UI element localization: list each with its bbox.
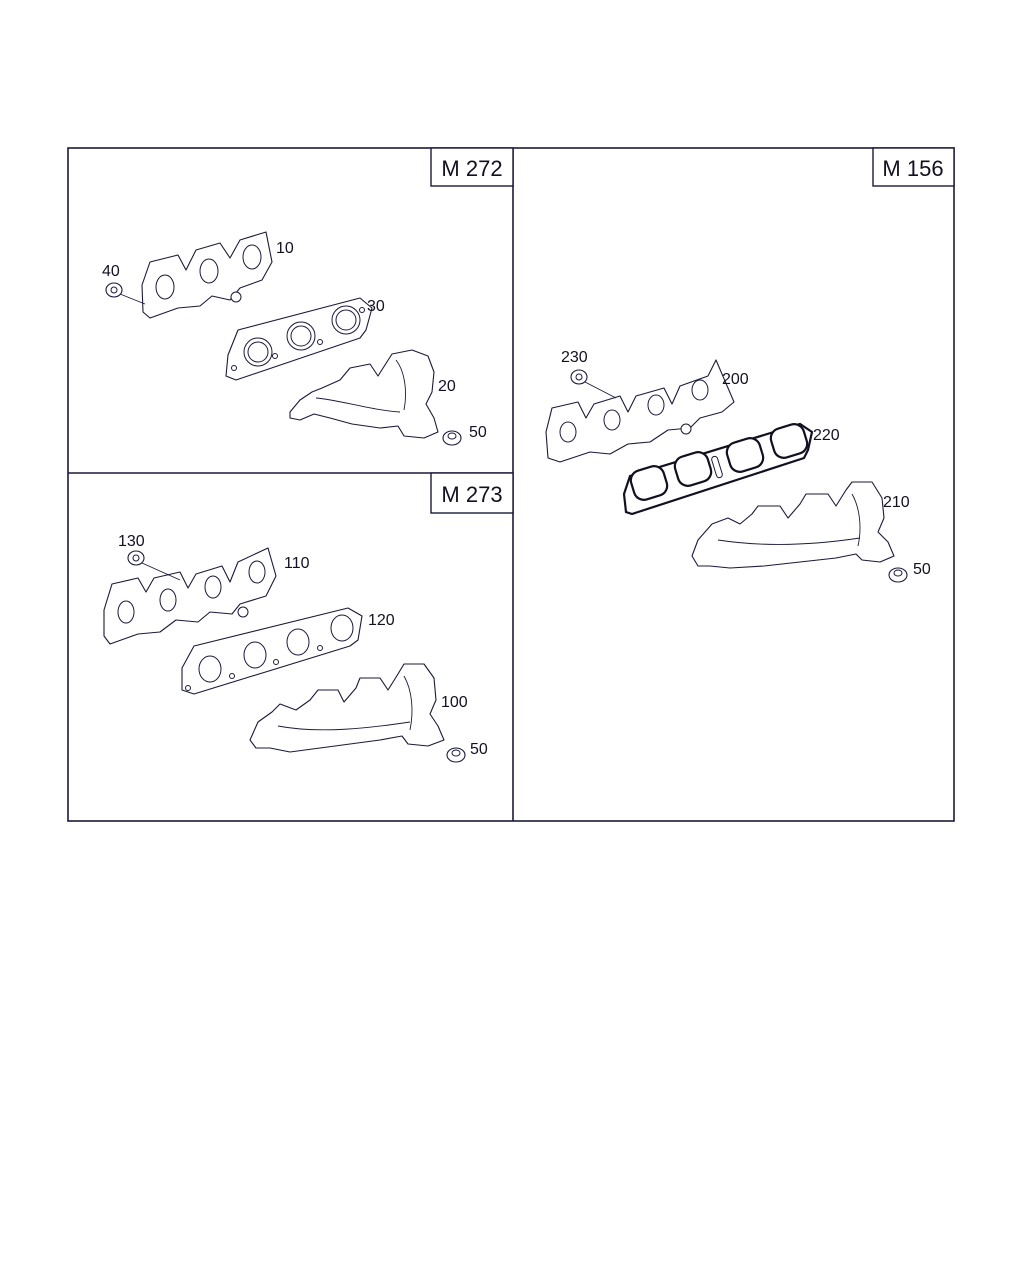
m156-nut-50 — [888, 567, 908, 583]
callout-50-m272: 50 — [469, 424, 487, 441]
m272-nut-40 — [105, 282, 146, 305]
svg-text:M 273: M 273 — [441, 482, 502, 507]
m156-heat-shield — [545, 359, 735, 463]
m273-nut-50 — [446, 747, 466, 763]
m273-gasket-120 — [181, 607, 363, 695]
callout-200: 200 — [722, 371, 749, 388]
m272-nut-50 — [442, 430, 462, 446]
callout-230: 230 — [561, 349, 588, 366]
panel-tag-m272: M 272 — [430, 147, 514, 187]
m156-nut-230 — [570, 369, 617, 399]
svg-text:M 156: M 156 — [882, 156, 943, 181]
panel-tag-m156: M 156 — [872, 147, 955, 187]
callout-50-m156: 50 — [913, 561, 931, 578]
m272-heat-shield — [141, 231, 273, 319]
callout-10: 10 — [276, 240, 294, 257]
callout-110: 110 — [284, 555, 310, 572]
callout-50-m273: 50 — [470, 741, 488, 758]
m156-gasket-220 — [622, 422, 814, 516]
callout-120: 120 — [368, 612, 395, 629]
callout-40: 40 — [102, 263, 120, 280]
callout-20: 20 — [438, 378, 456, 395]
m273-exhaust-manifold-100 — [249, 663, 445, 753]
m273-nut-130 — [127, 550, 181, 581]
callout-100: 100 — [441, 694, 468, 711]
panel-tag-m273: M 273 — [430, 472, 514, 514]
m156-exhaust-manifold-210 — [691, 481, 895, 569]
svg-text:M 272: M 272 — [441, 156, 502, 181]
callout-220: 220 — [813, 427, 840, 444]
m273-heat-shield — [103, 547, 277, 645]
callout-30: 30 — [367, 298, 385, 315]
callout-130: 130 — [118, 533, 145, 550]
m272-gasket-30 — [225, 297, 373, 381]
m272-exhaust-manifold-20 — [289, 349, 439, 439]
callout-210: 210 — [883, 494, 910, 511]
